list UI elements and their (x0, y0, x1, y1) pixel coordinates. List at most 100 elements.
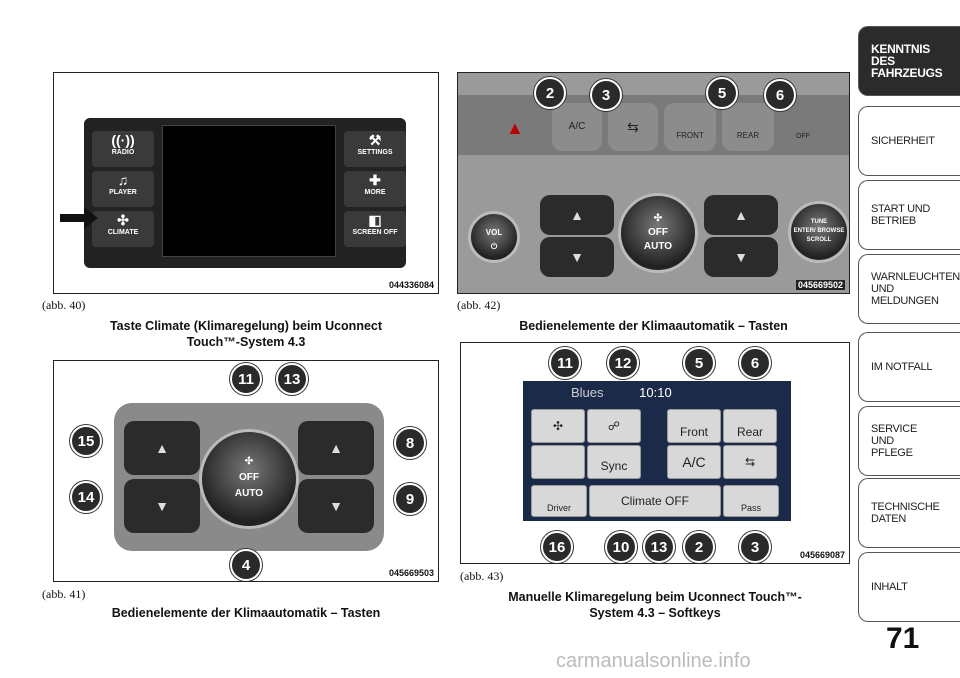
chapter-tab-label: INHALT (871, 581, 908, 593)
chapter-tab[interactable]: SICHERHEIT (858, 106, 960, 176)
pass-label: Pass (740, 503, 761, 513)
settings-button[interactable]: ⚒ SETTINGS (344, 131, 406, 167)
climate-off-label: Climate OFF (620, 494, 689, 508)
callout-11: 11 (230, 363, 262, 395)
figure-41-number: (abb. 41) (42, 587, 86, 601)
arrow-icon (60, 207, 98, 229)
chapter-tab-label: SERVICE (871, 423, 917, 435)
knob-auto-label: AUTO (234, 488, 264, 499)
callout-9: 9 (394, 483, 426, 515)
temp-down-left[interactable]: ▼ (124, 479, 200, 533)
figure-code: 045669503 (388, 568, 434, 578)
temp-down-right[interactable]: ▼ (704, 237, 778, 277)
radio-button[interactable]: ((·)) RADIO (92, 131, 154, 167)
callout-5: 5 (706, 77, 738, 109)
climate-label: CLIMATE (107, 229, 139, 236)
climate-icon: ✣ (117, 212, 129, 228)
settings-icon: ⚒ (368, 132, 382, 148)
rear-defrost-key[interactable]: REAR (722, 103, 774, 151)
caption-line: Taste Climate (Klimaregelung) beim Uconn… (109, 319, 383, 333)
recirc-key[interactable]: ⇆ (608, 103, 658, 151)
knob-off-label: OFF (648, 227, 668, 238)
temp-up-left[interactable]: ▲ (124, 421, 200, 475)
chapter-tab-label: FAHRZEUGS (871, 66, 943, 80)
temp-up-right[interactable]: ▲ (704, 195, 778, 235)
callout-16: 16 (541, 531, 573, 563)
front-label: Front (679, 425, 708, 439)
climate-button[interactable]: ✣ CLIMATE (92, 211, 154, 247)
ac-label: A/C (568, 121, 586, 132)
chapter-tab[interactable]: INHALT (858, 552, 960, 622)
enter-label: ENTER/ BROWSE (793, 228, 845, 234)
chapter-tab-label: BETRIEB (871, 215, 916, 227)
figure-42-number: (abb. 42) (457, 298, 501, 312)
figure-code: 045669087 (799, 550, 845, 560)
temp-down-right[interactable]: ▼ (298, 479, 374, 533)
callout-6: 6 (739, 347, 771, 379)
rear-label: REAR (736, 131, 760, 140)
time-label: 10:10 (639, 385, 672, 400)
vol-label: VOL (485, 228, 503, 237)
callout-3: 3 (590, 79, 622, 111)
radio-icon: ((·)) (111, 132, 135, 148)
climate-off-softkey[interactable]: Climate OFF (589, 485, 721, 517)
chapter-tab[interactable]: IM NOTFALL (858, 332, 960, 402)
more-icon: ✚ (369, 172, 381, 188)
caption-line: Touch™-System 4.3 (186, 335, 306, 349)
mode-softkey[interactable]: ☍ (587, 409, 641, 443)
front-softkey[interactable]: Front (667, 409, 721, 443)
callout-10: 10 (605, 531, 637, 563)
page-number: 71 (886, 622, 920, 655)
rear-label: Rear (736, 425, 763, 439)
temp-up-left[interactable]: ▲ (540, 195, 614, 235)
callout-13: 13 (643, 531, 675, 563)
figure-40: ((·)) RADIO ♫ PLAYER ✣ CLIMATE ⚒ SETTING… (53, 72, 439, 294)
more-button[interactable]: ✚ MORE (344, 171, 406, 207)
tune-label: TUNE (810, 219, 828, 225)
sync-label: Sync (600, 459, 628, 473)
chapter-tab-label: WARNLEUCHTEN (871, 271, 960, 283)
player-button[interactable]: ♫ PLAYER (92, 171, 154, 207)
recirc-softkey[interactable]: ⇆ (723, 445, 777, 479)
figure-42-caption: Bedienelemente der Klimaautomatik – Tast… (519, 319, 788, 333)
figure-40-caption: Taste Climate (Klimaregelung) beim Uconn… (53, 318, 439, 350)
hazard-icon: ▲ (506, 118, 524, 138)
figure-41-caption: Bedienelemente der Klimaautomatik – Tast… (111, 606, 381, 620)
rear-softkey[interactable]: Rear (723, 409, 777, 443)
ac-key[interactable]: A/C (552, 103, 602, 151)
sync-softkey[interactable]: Sync (587, 445, 641, 479)
fan-softkey[interactable]: ✣ (531, 409, 585, 443)
figure-40-number: (abb. 40) (42, 298, 86, 312)
chapter-tab-label: KENNTNIS (871, 42, 930, 56)
callout-3: 3 (739, 531, 771, 563)
pass-seat-softkey[interactable]: Pass (723, 485, 779, 517)
callout-2: 2 (683, 531, 715, 563)
driver-seat-softkey[interactable]: Driver (531, 485, 587, 517)
callout-12: 12 (607, 347, 639, 379)
figure-43: Blues 10:10 ✣ ☍ Front Rear Sync A/C ⇆ Dr… (460, 342, 850, 564)
fan-slider[interactable] (531, 445, 585, 479)
temp-down-left[interactable]: ▼ (540, 237, 614, 277)
ac-softkey[interactable]: A/C (667, 445, 721, 479)
callout-14: 14 (70, 481, 102, 513)
temp-up-right[interactable]: ▲ (298, 421, 374, 475)
watermark: carmanualsonline.info (556, 650, 751, 672)
player-label: PLAYER (109, 189, 137, 196)
screen-off-button[interactable]: ◧ SCREEN OFF (344, 211, 406, 247)
chapter-tab-label: MELDUNGEN (871, 295, 939, 307)
blues-label: Blues (571, 385, 604, 400)
callout-13: 13 (276, 363, 308, 395)
front-defrost-key[interactable]: FRONT (664, 103, 716, 151)
player-icon: ♫ (117, 172, 129, 188)
figure-43-caption: Manuelle Klimaregelung beim Uconnect Tou… (460, 589, 850, 621)
vol-knob[interactable]: VOL⏻ (468, 211, 520, 263)
